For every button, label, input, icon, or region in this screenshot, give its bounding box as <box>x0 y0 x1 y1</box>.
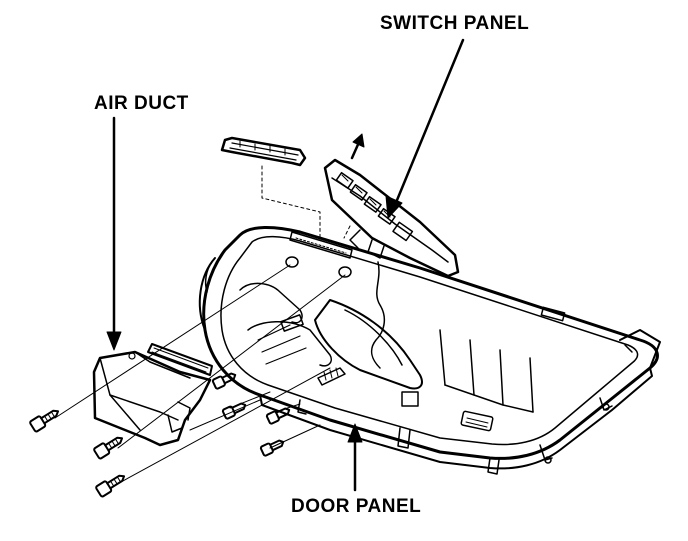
screws <box>29 370 291 497</box>
door-panel-callout-arrow <box>348 424 362 490</box>
door-panel-shape <box>200 227 660 474</box>
screw-icon <box>93 433 125 459</box>
alignment-lines <box>262 166 350 240</box>
screw-icon <box>95 471 127 497</box>
screw-icon <box>260 437 285 456</box>
air-duct-callout-arrow <box>107 118 121 350</box>
screw-icon <box>266 405 291 424</box>
door-panel-label: DOOR PANEL <box>291 496 422 517</box>
upper-trim-piece <box>222 138 305 165</box>
air-duct-shape <box>94 344 212 445</box>
screw-icon <box>29 406 61 432</box>
switch-panel-label: SWITCH PANEL <box>380 13 530 34</box>
screw-icon <box>212 370 237 389</box>
air-duct-label: AIR DUCT <box>94 93 189 114</box>
screw-icon <box>222 400 247 419</box>
switch-panel-callout-arrow <box>386 40 463 218</box>
